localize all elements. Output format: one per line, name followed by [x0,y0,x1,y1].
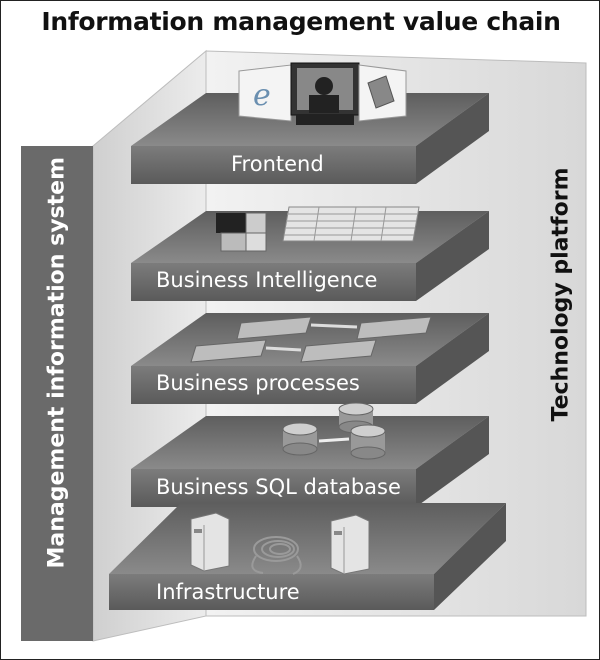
layer-label-frontend: Frontend [231,152,324,176]
layer-label-business-intelligence: Business Intelligence [156,268,378,292]
layer-label-business-processes: Business processes [156,371,360,395]
browser-icon [238,64,292,122]
database-cylinder-icon [282,422,318,456]
process-flow-illustration [190,316,432,363]
technology-platform-label: Technology platform [548,167,574,422]
mis-bar [21,146,93,641]
network-cable-icon [251,536,302,575]
database-illustration [282,402,386,460]
bi-illustration [216,206,420,252]
olap-cube-icon [216,212,267,252]
database-cylinder-icon [350,424,386,460]
layer-label-business-sql-database: Business SQL database [156,475,401,499]
layer-label-infrastructure: Infrastructure [156,580,300,604]
spreadsheet-icon [282,206,420,242]
svg-text:e: e [253,78,271,113]
server-tower-icon [190,512,230,572]
mis-label: Management information system [44,157,70,569]
server-tower-icon [330,514,370,575]
infrastructure-illustration [190,512,370,575]
diagram-title: Information management value chain [41,7,561,36]
frontend-illustration: e [238,62,407,125]
